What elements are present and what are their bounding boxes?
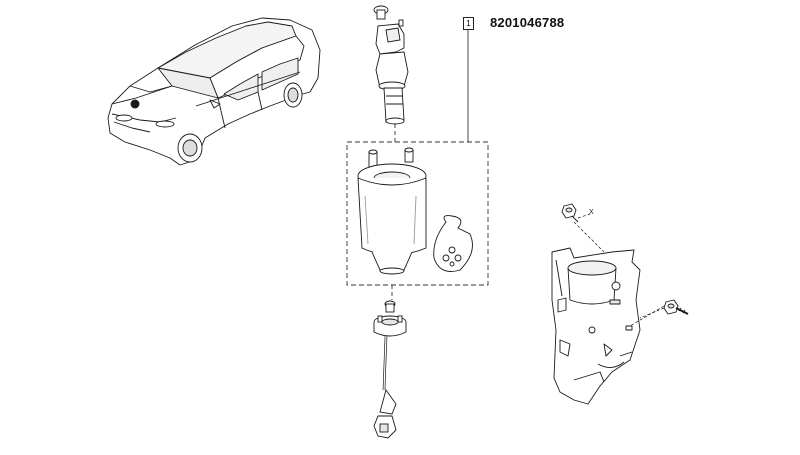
dimension-label: X — [589, 209, 594, 216]
o-ring-seal-icon — [433, 215, 473, 272]
water-sensor-connector-icon — [373, 5, 409, 125]
mounting-bracket-icon — [551, 247, 641, 405]
fuel-filter-cartridge-icon — [357, 147, 427, 275]
assembly-leaders — [573, 213, 665, 327]
screw-icon — [561, 203, 689, 315]
part-number-label: 8201046788 — [490, 15, 565, 30]
filter-drain-harness-icon — [373, 300, 407, 439]
assembly-frame — [346, 141, 489, 286]
sedan-car-icon — [107, 17, 321, 166]
callout-number: 1 — [463, 17, 474, 30]
